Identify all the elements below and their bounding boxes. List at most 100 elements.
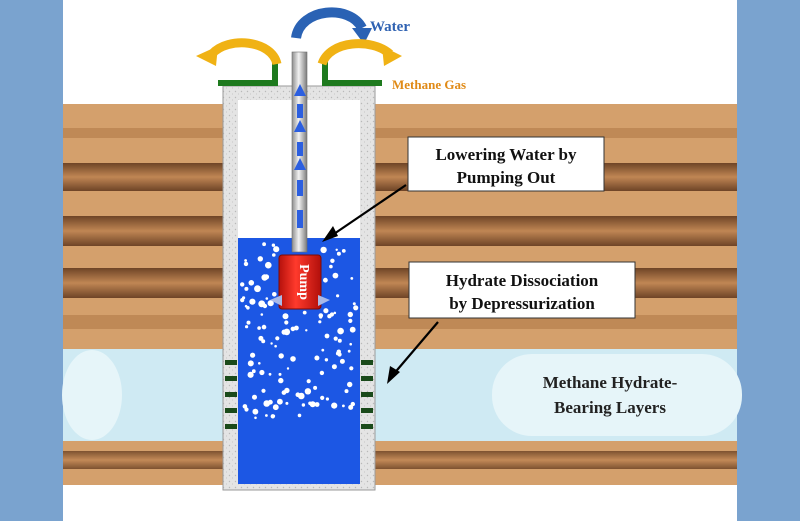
bubble xyxy=(347,311,353,318)
bubble xyxy=(332,272,339,279)
bubble xyxy=(301,403,306,407)
methane-hydrate-line1: Methane Hydrate- xyxy=(543,373,678,392)
bubble xyxy=(270,342,273,345)
dissociation-bubbles xyxy=(240,242,359,420)
bubble xyxy=(341,249,346,253)
methane-hydrate-line2: Bearing Layers xyxy=(554,398,666,417)
bubble xyxy=(318,320,322,324)
bubble xyxy=(247,371,254,378)
left-margin xyxy=(0,0,63,521)
bubble xyxy=(305,329,308,332)
bubble xyxy=(282,313,289,320)
bubble xyxy=(283,328,291,336)
bubble xyxy=(319,315,323,319)
bubble xyxy=(259,369,265,376)
bubble xyxy=(333,311,337,315)
hydrate-dissociation-line2: by Depressurization xyxy=(449,294,595,313)
gas-arrowhead-right xyxy=(382,46,402,66)
water-label: Water xyxy=(370,19,410,35)
hydrate-dissociation-pointer xyxy=(391,321,439,377)
bubble xyxy=(331,364,337,370)
bubble xyxy=(336,294,340,298)
bubble xyxy=(314,402,320,407)
bubble xyxy=(321,348,325,352)
bubble xyxy=(285,401,289,405)
bubble xyxy=(320,246,327,254)
bubble xyxy=(271,243,276,247)
bubble xyxy=(274,344,277,348)
bubble xyxy=(290,356,296,362)
bubble xyxy=(297,413,302,418)
bubble xyxy=(240,282,245,287)
bubble xyxy=(272,253,276,257)
right-margin xyxy=(737,0,800,521)
bubble xyxy=(324,358,329,362)
bubble xyxy=(349,342,353,346)
bubble xyxy=(261,274,268,281)
bubble xyxy=(278,353,284,359)
bubble xyxy=(252,394,257,400)
bubble xyxy=(323,308,329,314)
bubble xyxy=(351,328,356,332)
bubble xyxy=(252,408,259,415)
lowering-water-line1: Lowering Water by xyxy=(435,145,577,164)
bubble xyxy=(336,251,341,256)
bubble xyxy=(314,355,320,361)
bubble xyxy=(265,297,269,300)
water-arrow-icon xyxy=(291,7,372,44)
bubble xyxy=(320,395,325,400)
bubble xyxy=(250,352,256,358)
bubble xyxy=(319,370,325,376)
bubble xyxy=(272,404,279,411)
bubble xyxy=(350,277,354,280)
bubble xyxy=(242,404,248,409)
bubble xyxy=(267,300,274,307)
bubble xyxy=(335,351,340,356)
bubble xyxy=(265,261,272,269)
bubble xyxy=(268,372,272,376)
bubble xyxy=(243,261,249,267)
bubble xyxy=(261,324,267,330)
bubble xyxy=(270,414,275,419)
bubble xyxy=(324,333,330,339)
bubble xyxy=(278,372,282,376)
hydrate-dissociation-arrowhead xyxy=(387,366,400,384)
bubble xyxy=(344,389,349,394)
bubble xyxy=(278,377,284,384)
bubble xyxy=(244,286,249,291)
bubble xyxy=(353,305,359,311)
bubble xyxy=(309,401,316,408)
bubble xyxy=(262,242,266,247)
surface-area xyxy=(63,0,737,104)
bubble xyxy=(284,320,289,325)
lower-sediment xyxy=(63,441,737,521)
bubble xyxy=(294,325,299,331)
bubble xyxy=(339,358,345,364)
pump: Pump xyxy=(270,254,330,310)
lowering-water-pointer xyxy=(327,184,407,239)
bubble xyxy=(246,320,251,325)
lowering-water-callout xyxy=(407,136,605,192)
bubble xyxy=(260,313,264,316)
bubble xyxy=(286,367,290,370)
bubble xyxy=(245,325,249,329)
bubble xyxy=(342,404,345,408)
bubble xyxy=(249,298,256,305)
bubble xyxy=(348,318,353,323)
bubble xyxy=(261,388,266,393)
bubble xyxy=(247,360,254,367)
bubble xyxy=(306,379,311,384)
bubble xyxy=(313,385,318,390)
hydrate-dissociation-line1: Hydrate Dissociation xyxy=(446,271,599,290)
bubble xyxy=(302,310,307,315)
bubble xyxy=(323,277,328,283)
bubble xyxy=(298,392,305,400)
bubble xyxy=(281,390,287,395)
bubble xyxy=(257,256,263,262)
bubble xyxy=(258,300,266,308)
bubble xyxy=(347,349,351,353)
hydrate-layer xyxy=(62,349,742,441)
lowering-water-arrowhead xyxy=(322,226,338,242)
